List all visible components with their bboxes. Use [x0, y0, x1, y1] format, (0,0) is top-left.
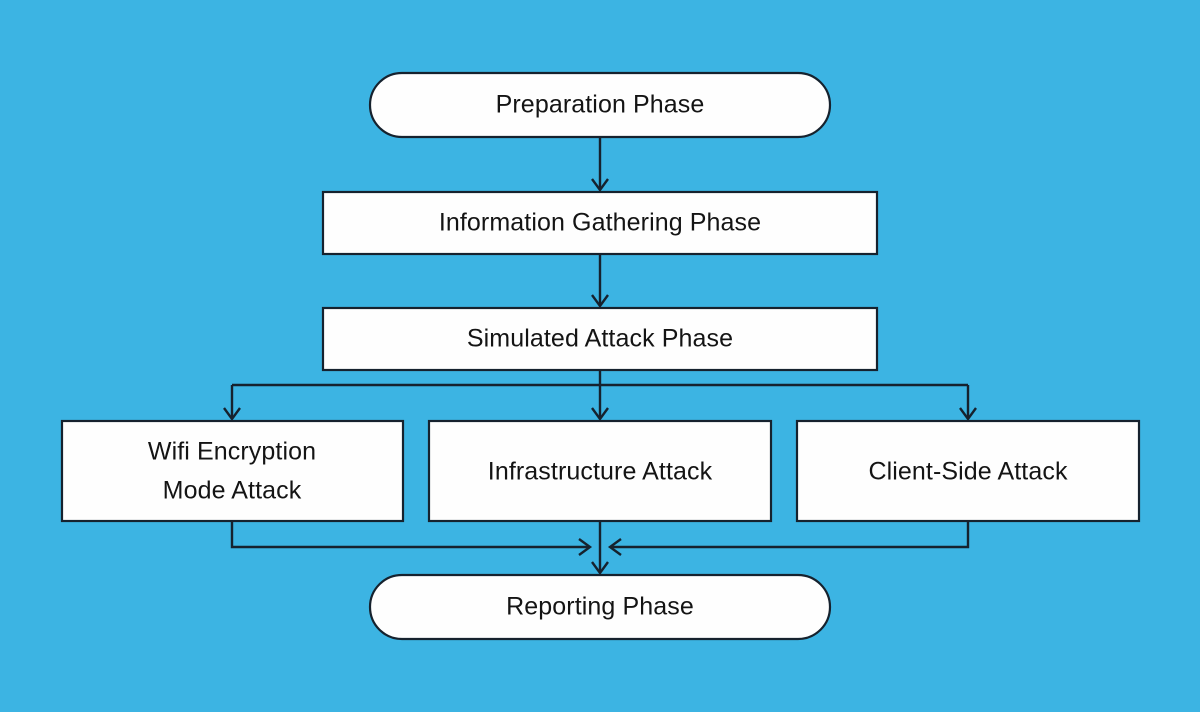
node-information-gathering-phase-label: Information Gathering Phase: [439, 209, 761, 237]
node-information-gathering-phase[interactable]: Information Gathering Phase: [321, 190, 879, 256]
node-preparation-phase-shape: [368, 71, 832, 139]
node-information-gathering-phase-shape: [321, 190, 879, 256]
node-infrastructure-attack[interactable]: Infrastructure Attack: [427, 419, 773, 523]
node-reporting-phase[interactable]: Reporting Phase: [368, 573, 832, 641]
node-infrastructure-attack-label: Infrastructure Attack: [488, 458, 713, 486]
node-reporting-phase-shape: [368, 573, 832, 641]
node-simulated-attack-phase[interactable]: Simulated Attack Phase: [321, 306, 879, 372]
edge-infrastructure-attack-to-reporting: [591, 521, 609, 576]
node-infrastructure-attack-shape: [427, 419, 773, 523]
node-client-side-attack-shape: [795, 419, 1141, 523]
node-client-side-attack[interactable]: Client-Side Attack: [795, 419, 1141, 523]
node-reporting-phase-label: Reporting Phase: [506, 593, 694, 621]
edge-branch-to-wifi-encryption-mode-attack: [223, 385, 241, 422]
edge-branch-to-infrastructure-attack: [591, 385, 609, 422]
node-layer: Preparation Phase Information Gathering …: [60, 71, 1141, 641]
node-wifi-encryption-mode-attack[interactable]: Wifi Encryption Mode Attack: [60, 419, 405, 523]
edge-preparation-to-information-gathering: [591, 137, 609, 193]
node-simulated-attack-phase-shape: [321, 306, 879, 372]
connector-layer: [223, 137, 977, 576]
node-wifi-encryption-mode-attack-shape: [60, 419, 405, 523]
node-preparation-phase-label: Preparation Phase: [496, 91, 705, 119]
edge-branch-to-client-side-attack: [959, 385, 977, 422]
node-wifi-encryption-mode-attack-label-line1: Wifi Encryption: [148, 438, 316, 466]
node-preparation-phase[interactable]: Preparation Phase: [368, 71, 832, 139]
node-simulated-attack-phase-label: Simulated Attack Phase: [467, 325, 733, 353]
edge-information-gathering-to-simulated-attack: [591, 254, 609, 309]
node-client-side-attack-label: Client-Side Attack: [868, 458, 1068, 486]
edge-client-side-attack-to-reporting: [607, 521, 970, 556]
node-wifi-encryption-mode-attack-label-line2: Mode Attack: [163, 477, 302, 505]
edge-wifi-encryption-mode-attack-to-reporting: [230, 521, 593, 556]
